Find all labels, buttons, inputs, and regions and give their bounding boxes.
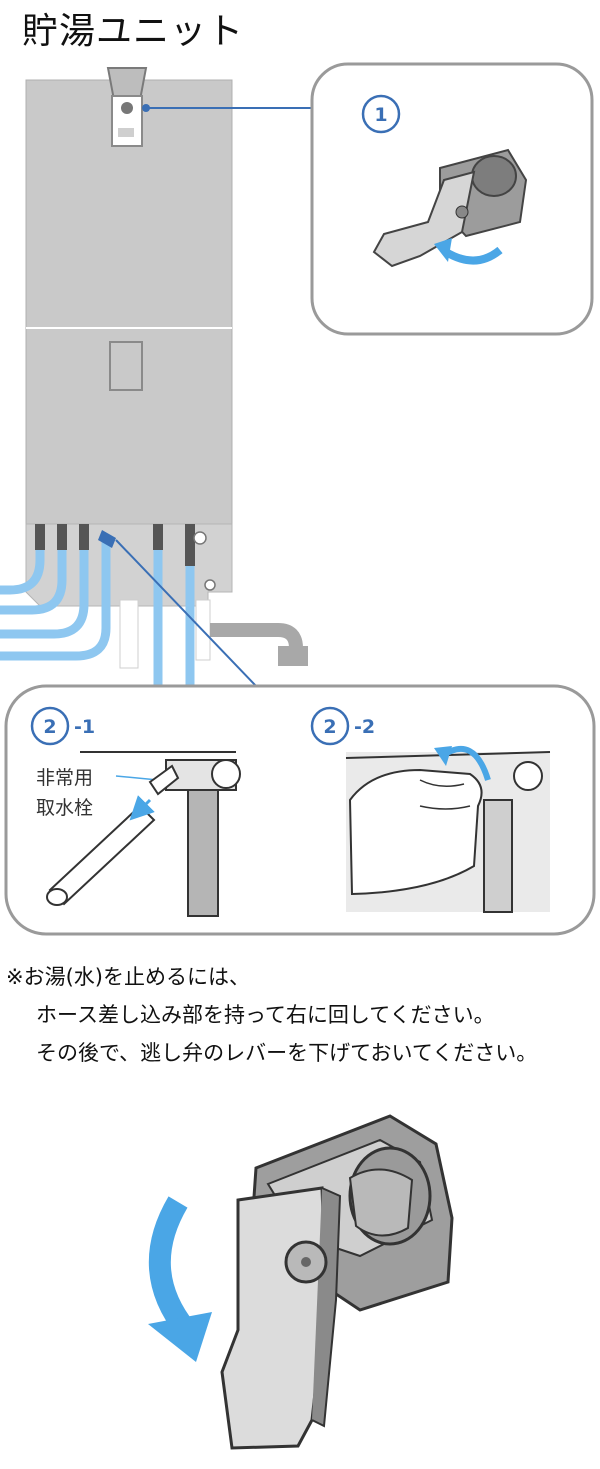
step-2-1-suffix: -1 — [74, 716, 95, 738]
pipe-fittings — [35, 524, 216, 591]
step-2-2-badge — [310, 706, 350, 746]
leader-line-2 — [115, 539, 257, 687]
step-2-1-badge — [30, 706, 70, 746]
instruction-notes: ※お湯(水)を止めるには、 ホース差し込み部を持って右に回してください。 その後… — [6, 958, 537, 1072]
callout-1: 1 — [310, 62, 594, 336]
note-line-2: ホース差し込み部を持って右に回してください。 — [36, 1003, 495, 1027]
rotate-arrow-large — [148, 1196, 195, 1337]
page-title: 貯湯ユニット — [22, 11, 245, 52]
hand-turning-illustration — [345, 751, 551, 913]
lever-small-illustration — [372, 148, 528, 268]
note-line-1: ※お湯(水)を止めるには、 — [6, 965, 250, 989]
note-line-3: その後で、逃し弁のレバーを下げておいてください。 — [36, 1041, 538, 1065]
lever-large-illustration — [220, 1114, 454, 1450]
storage-unit — [25, 67, 308, 669]
step-1-badge — [361, 94, 401, 134]
step-2-2-number: 2 — [323, 716, 336, 738]
faucet-illustration — [46, 751, 241, 917]
step-2-1-number: 2 — [43, 716, 56, 738]
pipes — [0, 540, 195, 690]
callout-2: 2 -1 非常用 取水栓 2 -2 — [4, 684, 596, 936]
step-1-number: 1 — [374, 104, 387, 126]
rotate-arrow-small — [443, 246, 503, 265]
step-2-2-suffix: -2 — [354, 716, 375, 738]
faucet-label-line1: 非常用 — [36, 767, 93, 789]
faucet-label-line2: 取水栓 — [36, 797, 93, 819]
